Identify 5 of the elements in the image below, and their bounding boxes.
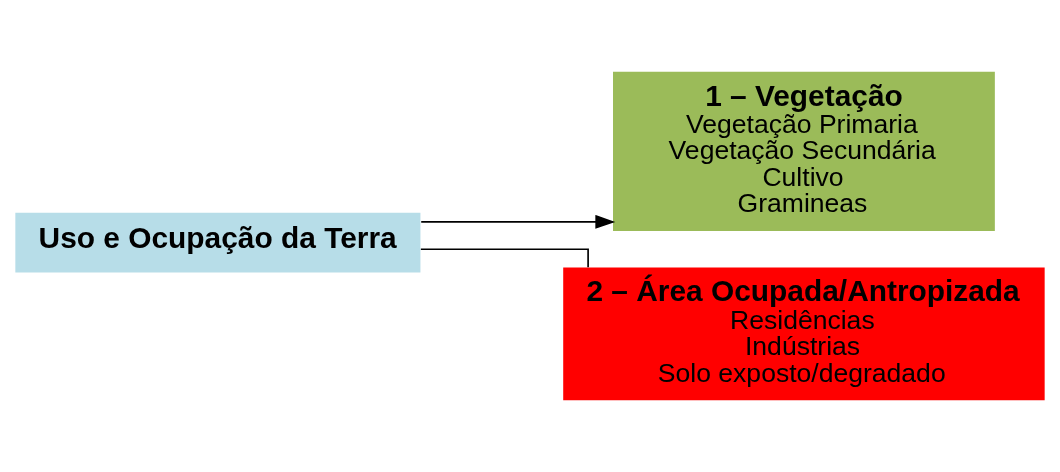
node-box: 2 – Área Ocupada/Antropizada Residências Indústrias Solo exposto/degradado [563,267,1045,401]
node-box: 1 – Vegetação Vegetação Primaria Vegetação Secundária Cultivo Gramineas [613,71,995,231]
node-box: Uso e Ocupação da Terra [15,212,421,273]
connector [420,248,589,269]
arrow [420,214,616,229]
